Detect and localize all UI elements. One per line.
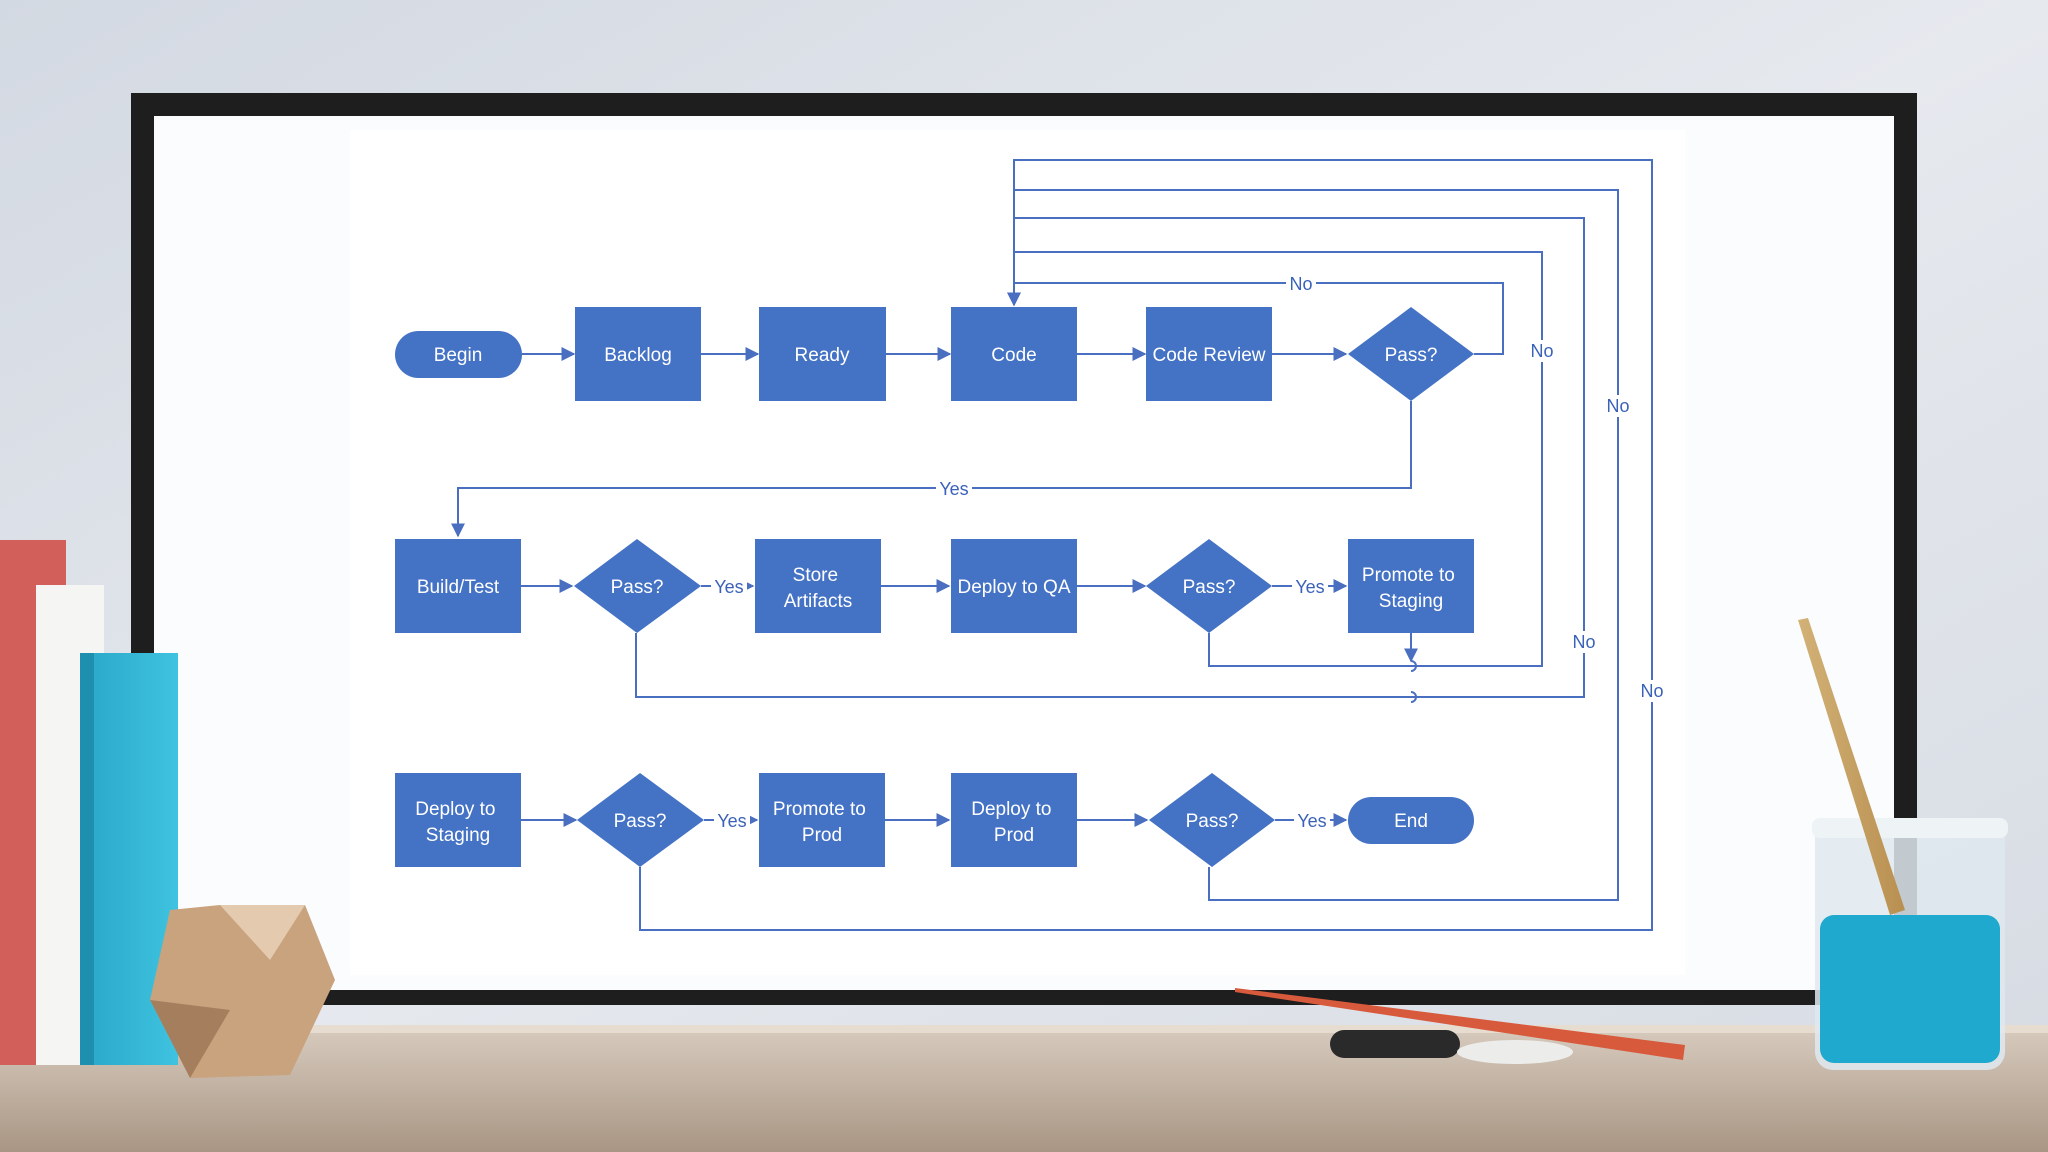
label-bg [1603,395,1633,417]
label-review-yes: Yes [939,479,968,499]
edge-labels: No Yes Yes Yes No No Yes Yes No No [711,272,1667,831]
marker [1330,1030,1460,1058]
node-pass-prod-label: Pass? [1186,811,1239,832]
label-bg [1569,631,1599,653]
node-deploy-staging-label: Deploy to Staging [415,799,501,846]
node-code-review-label: Code Review [1153,345,1266,366]
node-backlog [575,307,701,401]
node-store-artifacts-line2: Artifacts [784,591,853,612]
node-deploy-staging-line1: Deploy to [415,799,495,820]
label-qa-no: No [1530,341,1553,361]
shelf [0,1025,2048,1152]
node-begin-label: Begin [434,345,483,366]
label-bg [1292,575,1328,597]
node-promote-prod [759,773,885,867]
jar-lid-rim [1812,818,2008,838]
node-pass-qa [1146,539,1272,633]
node-promote-staging-label: Promote to Staging [1362,565,1460,612]
node-deploy-prod-line1: Deploy to [971,799,1051,820]
pencil [1235,988,1685,1060]
node-deploy-prod-label: Deploy to Prod [971,799,1057,846]
node-build-test [395,539,521,633]
label-review-no: No [1289,274,1312,294]
eraser [1457,1040,1573,1064]
node-pass-review [1348,307,1474,401]
label-build-yes: Yes [714,577,743,597]
label-bg [1294,809,1330,831]
label-build-no: No [1572,632,1595,652]
node-deploy-qa [951,539,1077,633]
label-bg [936,477,972,499]
node-promote-prod-label: Promote to Prod [773,799,871,846]
book-blue-spine [80,653,94,1065]
nodes: Begin Backlog Ready Code Code Review Pas… [395,307,1474,867]
node-code-review [1146,307,1272,401]
node-store-artifacts-line1: Store [793,565,838,586]
node-pass-build-label: Pass? [611,577,664,598]
node-pass-staging-label: Pass? [614,811,667,832]
node-pass-build [574,539,701,633]
node-promote-staging-line2: Staging [1379,591,1443,612]
node-promote-prod-line1: Promote to [773,799,866,820]
edge-staging-no [639,159,1653,931]
label-bg [711,575,747,597]
node-promote-staging-line1: Promote to [1362,565,1455,586]
node-end-label: End [1394,811,1428,832]
node-pass-staging [577,773,704,867]
node-code [951,307,1077,401]
node-promote-prod-line2: Prod [802,825,842,846]
node-begin [395,331,522,378]
node-backlog-label: Backlog [604,345,672,366]
node-deploy-staging-line2: Staging [426,825,490,846]
node-store-artifacts [755,539,881,633]
label-bg [1527,340,1557,362]
wooden-ornament-facet-dark [150,1000,230,1078]
paintbrush [1798,618,1905,915]
label-staging-yes: Yes [717,811,746,831]
label-staging-no: No [1640,681,1663,701]
label-bg [714,809,750,831]
node-deploy-prod [951,773,1077,867]
edge-qa-no [1014,251,1543,667]
node-deploy-qa-label: Deploy to QA [958,577,1071,598]
node-ready-label: Ready [795,345,850,366]
node-ready [759,307,886,401]
node-end [1348,797,1474,844]
node-deploy-prod-line2: Prod [994,825,1034,846]
edge-review-yes [451,401,1412,538]
node-deploy-staging [395,773,521,867]
shelf-edge [0,1025,2048,1033]
edge-prod-no [1014,189,1619,901]
node-build-test-label: Build/Test [417,577,500,598]
node-pass-qa-label: Pass? [1183,577,1236,598]
label-qa-yes: Yes [1295,577,1324,597]
node-promote-staging [1348,539,1474,633]
node-store-artifacts-label: Store Artifacts [784,565,853,612]
edge-hop-1 [1410,660,1417,672]
jar-water [1820,915,2000,1063]
wooden-ornament-facet [220,905,305,960]
edge-hop-2 [1410,691,1417,703]
node-pass-review-label: Pass? [1385,345,1438,366]
edges [451,159,1653,931]
node-pass-prod [1149,773,1275,867]
label-bg [1286,272,1316,294]
label-prod-yes: Yes [1297,811,1326,831]
label-bg [1637,680,1667,702]
node-code-label: Code [991,345,1036,366]
edge-build-no [635,217,1585,698]
label-prod-no: No [1606,396,1629,416]
